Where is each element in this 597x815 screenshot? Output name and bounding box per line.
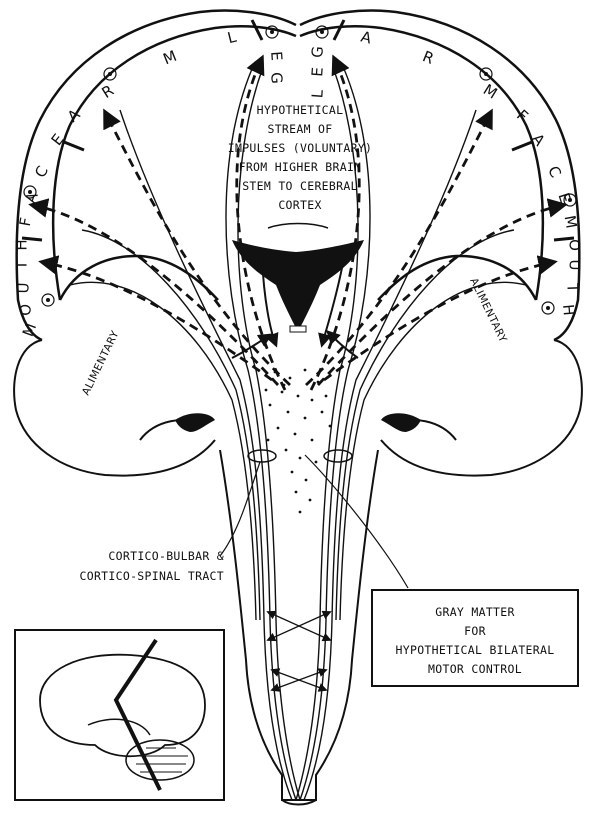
svg-text:CORTICO-SPINAL TRACT: CORTICO-SPINAL TRACT xyxy=(80,569,224,583)
svg-text:STREAM OF: STREAM OF xyxy=(267,122,332,136)
left-temporal-lobe xyxy=(14,340,215,476)
homunculus-letter: A xyxy=(359,28,374,48)
svg-text:MOTOR CONTROL: MOTOR CONTROL xyxy=(428,662,522,676)
homunculus-letter: C xyxy=(544,163,565,181)
alimentary-left-label: ALIMENTARY xyxy=(80,329,122,398)
homunculus-letter: F xyxy=(16,216,35,228)
right-ventricle xyxy=(381,413,421,432)
brain-icon xyxy=(15,630,224,800)
homunculus-letter: M xyxy=(160,47,179,69)
homunculus-letter: A xyxy=(528,130,549,150)
homunculus-letter: C xyxy=(31,163,52,181)
homunculus-letter: E xyxy=(267,51,286,62)
thalamus-shape xyxy=(232,240,364,332)
right-hemisphere xyxy=(300,11,579,340)
homunculus-letter: E xyxy=(308,67,327,78)
homunculus-letter: U xyxy=(14,282,32,294)
svg-text:FOR: FOR xyxy=(464,624,486,638)
homunculus-letter: U xyxy=(566,260,584,271)
homunculus-letter: H xyxy=(559,304,578,317)
homunculus-letter: O xyxy=(16,303,35,316)
brain-stem xyxy=(220,450,378,805)
left-ventricle xyxy=(175,413,215,432)
gray-matter-dots xyxy=(265,369,332,514)
homunculus-letter: G xyxy=(308,46,327,59)
svg-text:IMPULSES (VOLUNTARY): IMPULSES (VOLUNTARY) xyxy=(228,141,372,155)
svg-text:HYPOTHETICAL BILATERAL: HYPOTHETICAL BILATERAL xyxy=(396,643,555,657)
left-hemisphere xyxy=(17,11,296,340)
svg-text:GRAY MATTER: GRAY MATTER xyxy=(435,605,514,619)
gray-matter-box: GRAY MATTER FOR HYPOTHETICAL BILATERAL M… xyxy=(372,590,578,686)
svg-text:CORTEX: CORTEX xyxy=(278,198,321,212)
homunculus-letter: T xyxy=(13,260,31,271)
homunculus-letter: L xyxy=(308,89,327,99)
homunculus-letter: G xyxy=(267,72,286,85)
homunculus-letter: R xyxy=(99,81,117,102)
homunculus-letter: R xyxy=(420,47,436,68)
svg-text:HYPOTHETICAL: HYPOTHETICAL xyxy=(257,103,344,117)
svg-text:FROM HIGHER BRAIN: FROM HIGHER BRAIN xyxy=(239,160,362,174)
homunculus-letter: O xyxy=(566,239,584,251)
right-temporal-lobe xyxy=(381,340,582,476)
homunculus-letter: L xyxy=(226,28,239,48)
homunculus-letter: E xyxy=(48,130,68,149)
stream-label: HYPOTHETICAL STREAM OF IMPULSES (VOLUNTA… xyxy=(228,103,372,212)
alimentary-right-label: ALIMENTARY xyxy=(467,276,509,345)
svg-text:CORTICO-BULBAR &: CORTICO-BULBAR & xyxy=(108,549,224,563)
homunculus-letter: H xyxy=(13,239,31,250)
svg-text:STEM TO CEREBRAL: STEM TO CEREBRAL xyxy=(242,179,358,193)
homunculus-letter: T xyxy=(563,282,581,294)
tract-label: CORTICO-BULBAR & CORTICO-SPINAL TRACT xyxy=(80,549,224,583)
